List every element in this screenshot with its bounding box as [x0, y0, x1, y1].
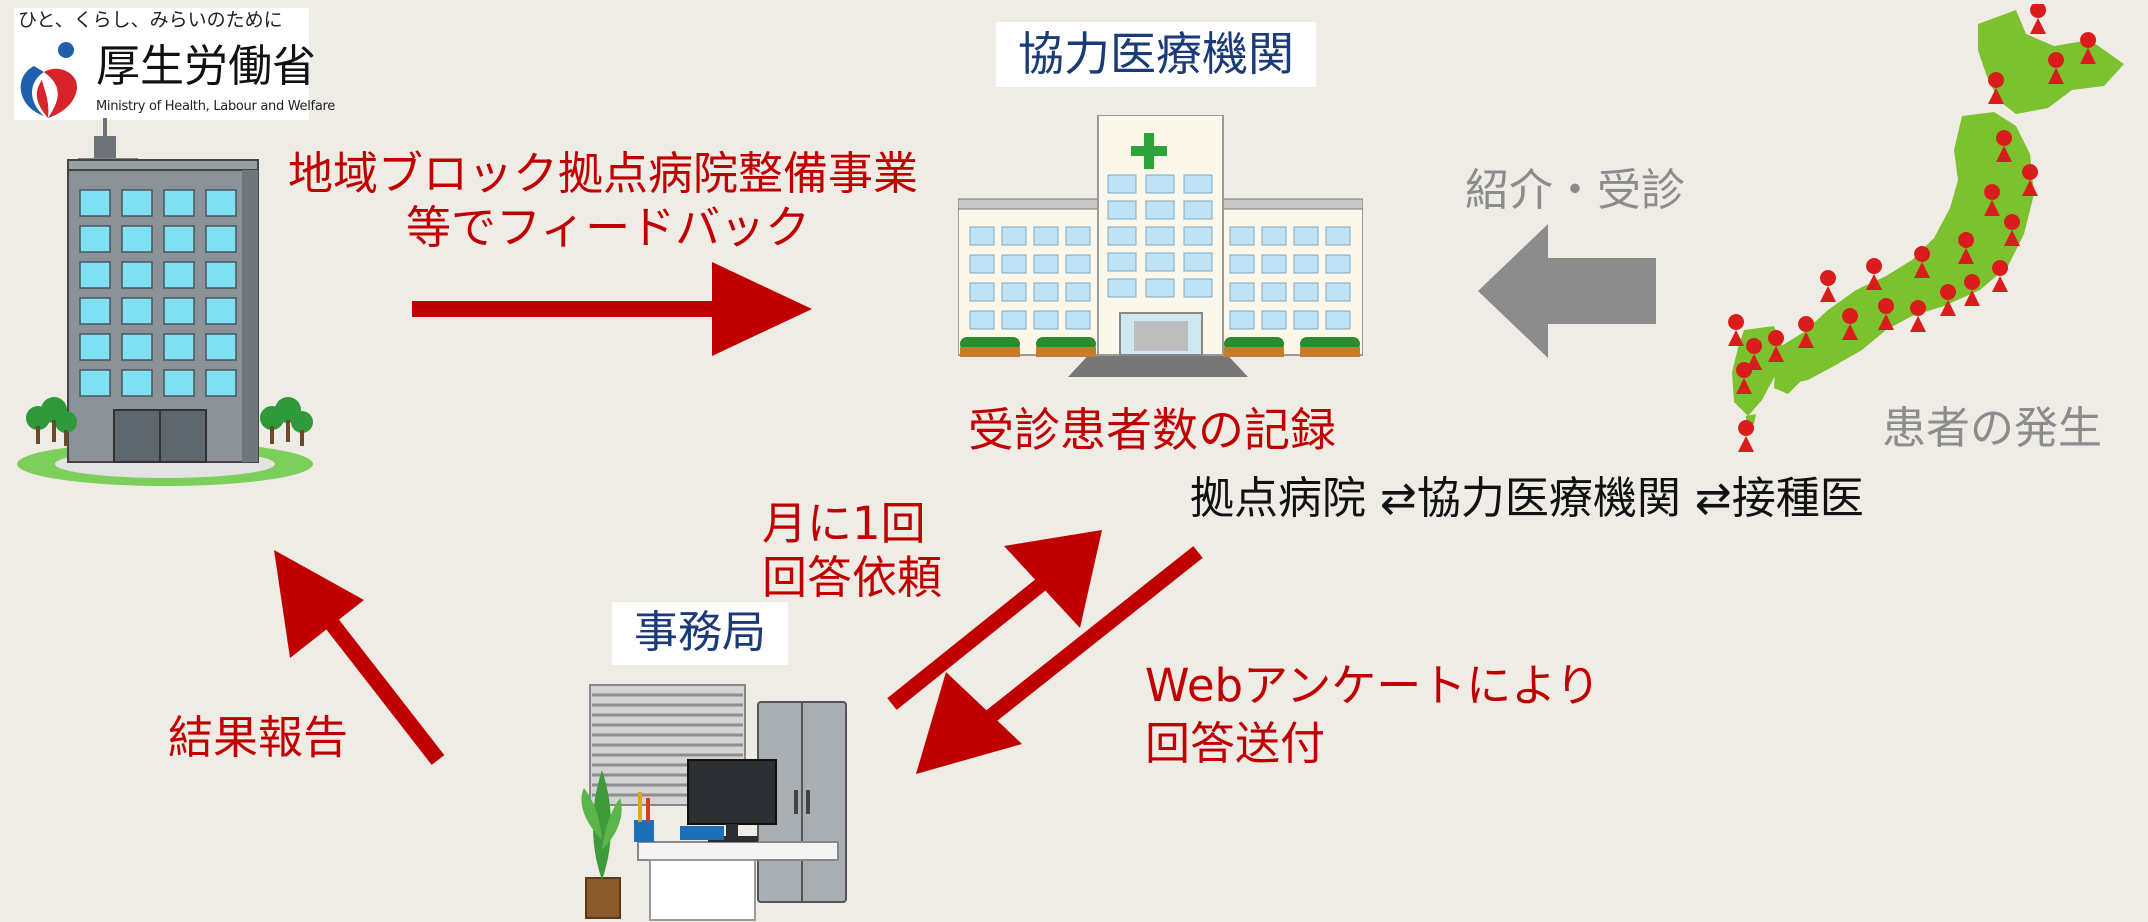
- cooperating-institution-label: 協力医療機関: [996, 22, 1316, 87]
- monthly-text-line1: 月に1回: [762, 497, 926, 550]
- secretariat-label: 事務局: [612, 602, 788, 665]
- ministry-building-illustration: [10, 118, 320, 493]
- chain-text: 拠点病院 ⇄協力医療機関 ⇄接種医: [1190, 473, 1864, 524]
- japan-map-illustration: [1716, 4, 2130, 464]
- result-report-text: 結果報告: [168, 711, 349, 764]
- feedback-arrow: [412, 262, 812, 356]
- office-illustration: [568, 680, 858, 922]
- web-survey-text-line1: Webアンケートにより: [1145, 659, 1601, 712]
- referral-arrow: [1478, 224, 1656, 358]
- result-report-arrow: [260, 540, 450, 770]
- referral-text: 紹介・受診: [1465, 165, 1685, 216]
- feedback-text-line2: 等でフィードバック: [406, 201, 811, 254]
- hospital-illustration: [958, 115, 1363, 380]
- logo-english: Ministry of Health, Labour and Welfare: [96, 99, 335, 114]
- occurrence-text: 患者の発生: [1882, 403, 2102, 454]
- record-text: 受診患者数の記録: [968, 403, 1336, 457]
- mhlw-emblem-icon: [14, 36, 94, 120]
- monthly-text-line2: 回答依頼: [762, 551, 943, 604]
- mhlw-logo: ひと、くらし、みらいのために 厚生労働省 Ministry of Health,…: [14, 8, 335, 120]
- feedback-text-line1: 地域ブロック拠点病院整備事業: [288, 147, 919, 200]
- logo-tagline: ひと、くらし、みらいのために: [18, 9, 283, 31]
- logo-name: 厚生労働省: [96, 41, 316, 92]
- request-arrow: [884, 522, 1114, 712]
- web-survey-text-line2: 回答送付: [1145, 717, 1326, 770]
- reply-arrow: [906, 544, 1206, 776]
